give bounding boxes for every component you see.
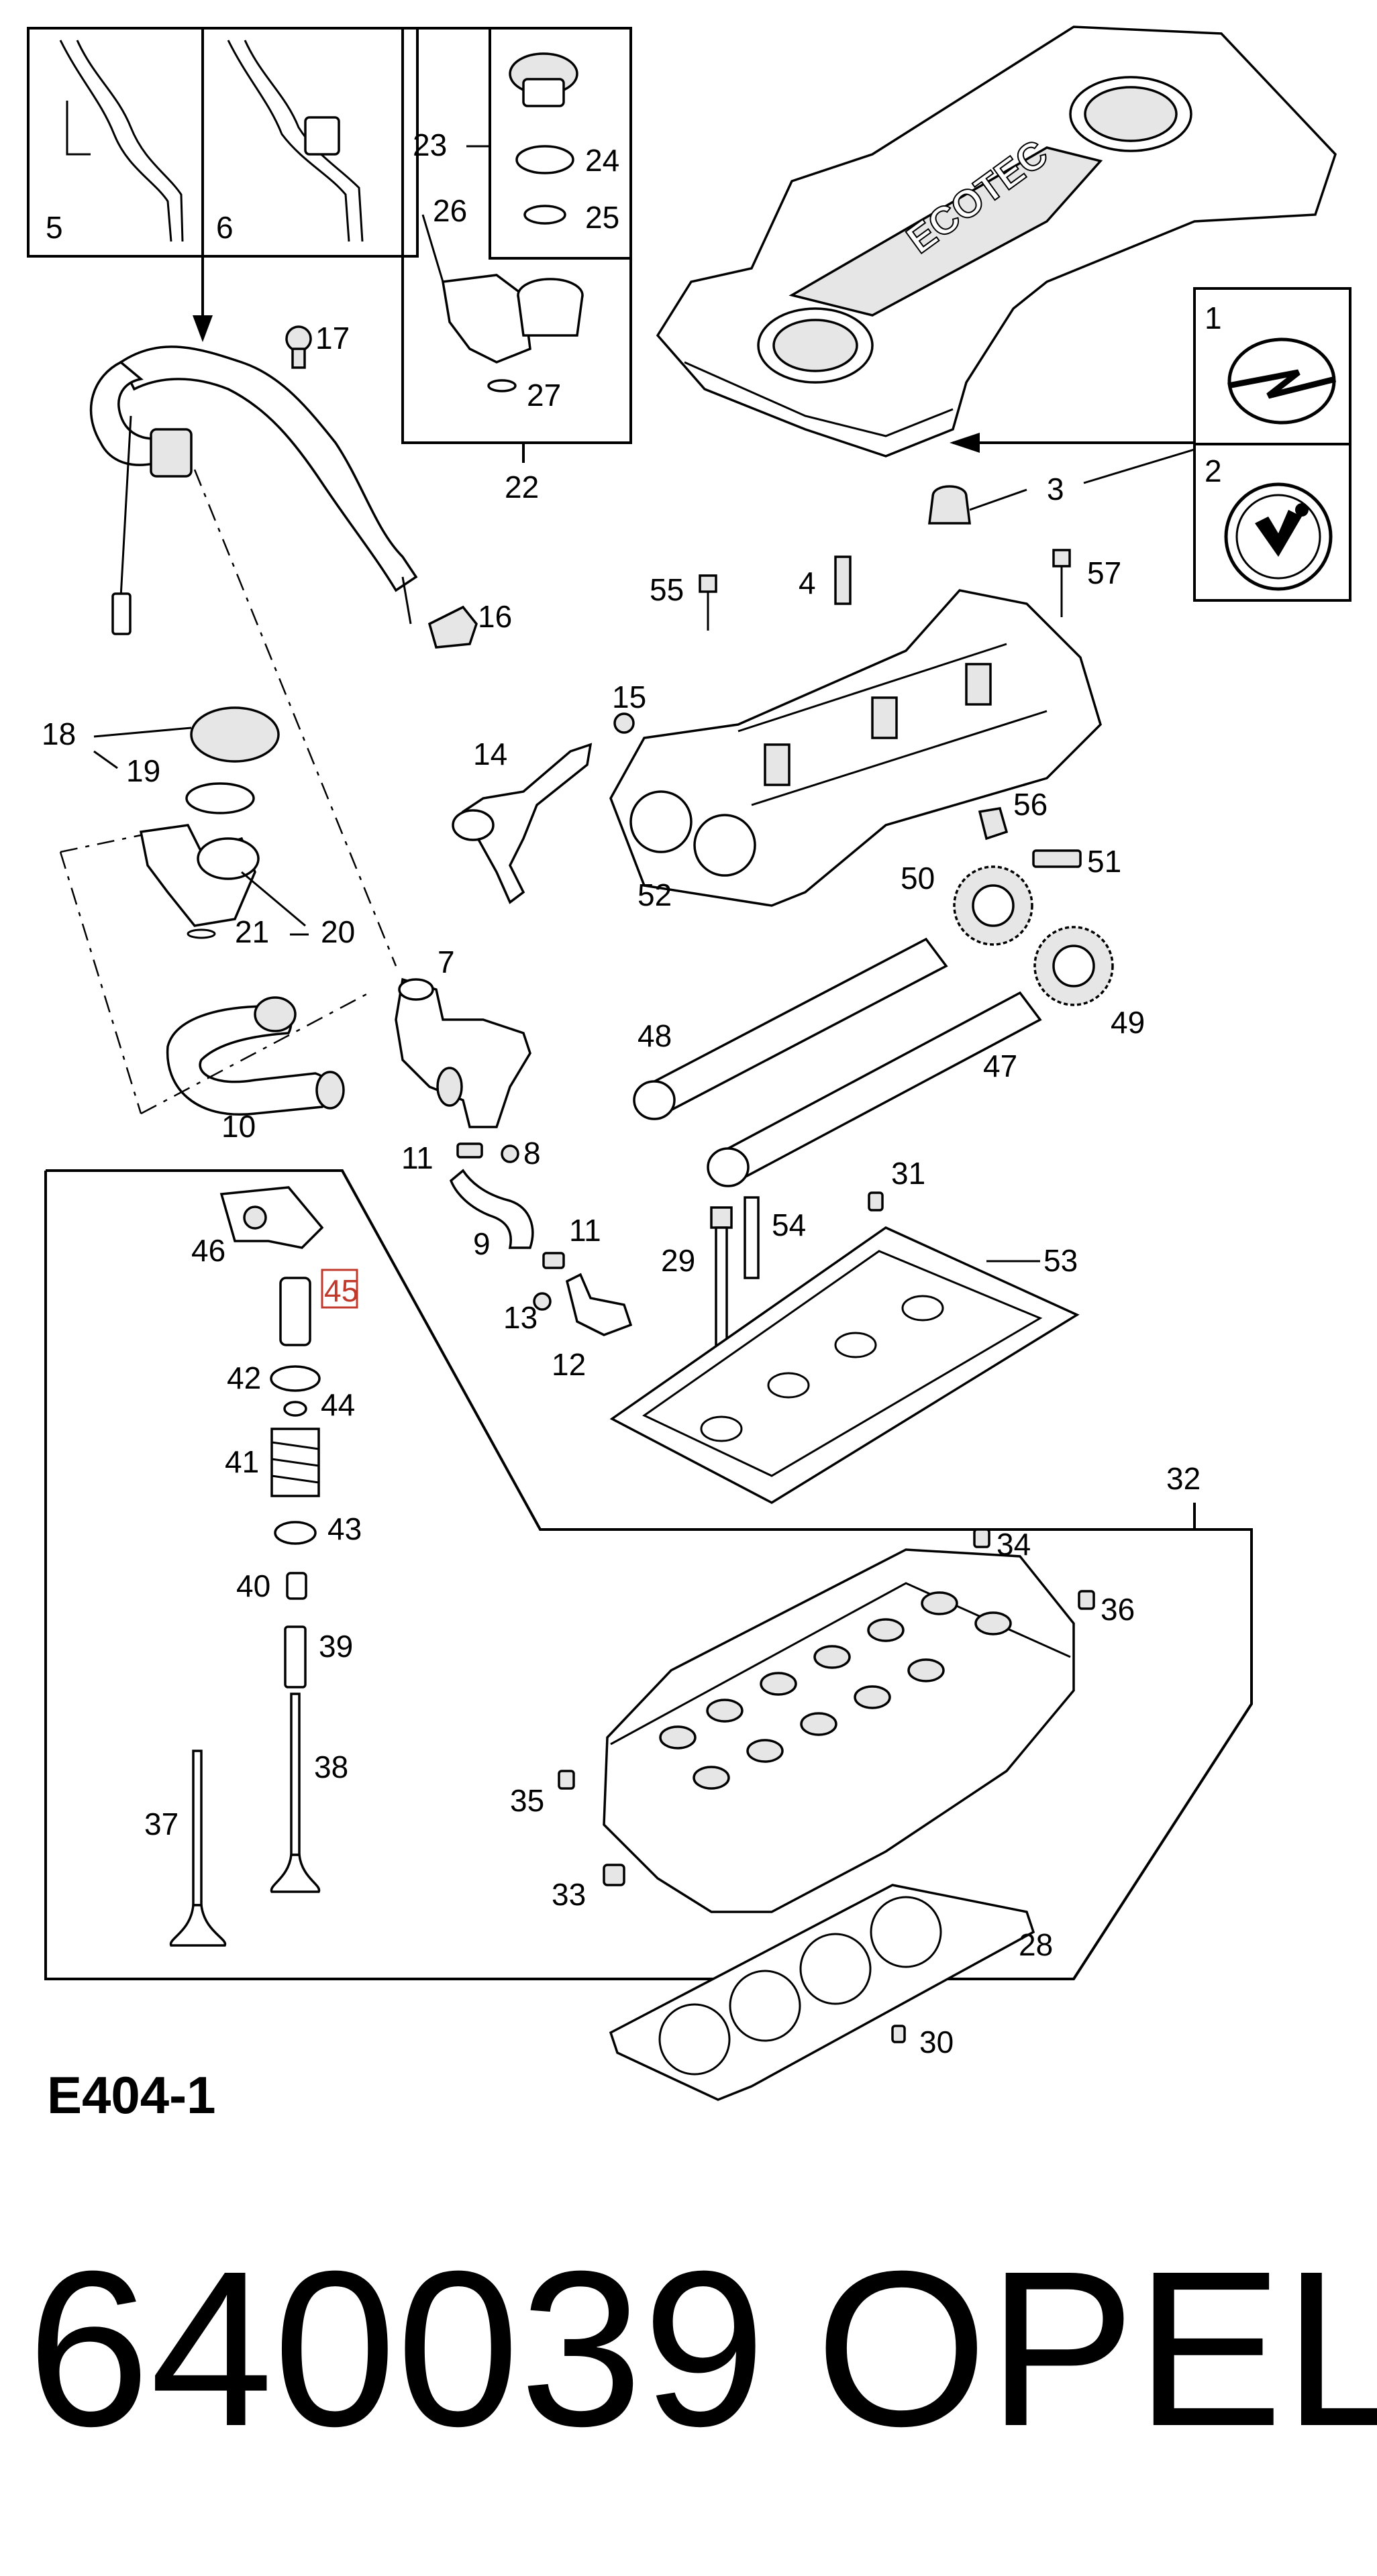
- callout-19: 19: [126, 753, 160, 788]
- callout-24: 24: [585, 143, 619, 178]
- callout-50: 50: [901, 861, 935, 896]
- callout-25: 25: [585, 200, 619, 235]
- vauxhall-griffin-icon: [1224, 482, 1333, 591]
- inset-boxes-5-6: 5 6: [27, 27, 419, 342]
- callout-7: 7: [438, 945, 455, 979]
- head-gasket: 28 30: [609, 1884, 1053, 2101]
- callout-23: 23: [413, 127, 447, 162]
- cam-gasket-group: 29 54 31 53: [609, 1156, 1080, 1505]
- callout-1: 1: [1205, 301, 1222, 335]
- brand-name: OPEL: [815, 2224, 1377, 2472]
- callout-35: 35: [510, 1783, 544, 1818]
- callout-49: 49: [1111, 1005, 1145, 1040]
- callout-5: 5: [46, 210, 63, 245]
- callout-32: 32: [1166, 1461, 1201, 1496]
- callout-14: 14: [473, 737, 507, 771]
- callout-48: 48: [638, 1018, 672, 1053]
- pcv-valve-group: 7 8 11 9 11 13 12: [395, 945, 633, 1382]
- callout-13: 13: [503, 1300, 538, 1335]
- callout-40: 40: [236, 1568, 270, 1603]
- callout-22: 22: [505, 470, 539, 504]
- callout-16: 16: [478, 599, 512, 634]
- callout-11-upper: 11: [401, 1140, 434, 1175]
- callout-39: 39: [319, 1629, 353, 1664]
- callout-10: 10: [221, 1109, 256, 1144]
- callout-28: 28: [1019, 1927, 1053, 1962]
- callout-29: 29: [661, 1243, 695, 1278]
- hose-10: 10: [140, 991, 370, 1144]
- callout-27: 27: [527, 378, 561, 413]
- callout-31: 31: [891, 1156, 925, 1191]
- callout-20: 20: [321, 914, 355, 949]
- callout-9: 9: [473, 1226, 491, 1261]
- part-number: 640039: [27, 2224, 766, 2472]
- callout-2: 2: [1205, 453, 1222, 488]
- callout-4: 4: [799, 566, 816, 600]
- callout-11-lower: 11: [569, 1213, 601, 1248]
- filler-neck-group: 18 19 20 21: [42, 706, 355, 1114]
- callout-57: 57: [1087, 555, 1121, 590]
- callout-26: 26: [433, 193, 467, 228]
- callout-43: 43: [327, 1511, 362, 1546]
- callout-47: 47: [983, 1049, 1017, 1083]
- callout-17: 17: [315, 321, 350, 356]
- engine-cover: ECOTEC 3: [656, 25, 1337, 525]
- callout-6: 6: [216, 210, 234, 245]
- callout-3: 3: [1047, 472, 1064, 506]
- oil-filler-box-22: 23 24 25 26 27 22: [401, 27, 632, 504]
- diagram-code: E404-1: [47, 2065, 216, 2125]
- valve-train-frame: 32: [44, 1169, 1253, 1980]
- highlight-box-45: [321, 1269, 358, 1309]
- callout-33: 33: [552, 1877, 586, 1912]
- callout-53: 53: [1043, 1243, 1078, 1278]
- cylinder-head: 34 36 35 33: [510, 1527, 1135, 1913]
- callout-15: 15: [612, 680, 646, 714]
- bracket-14: 15 14: [452, 680, 646, 904]
- callout-45: 45: [324, 1273, 358, 1308]
- callout-51: 51: [1087, 844, 1121, 879]
- valve-train-parts: 46 45 42 44 41 43 40 39 38 37: [144, 1186, 362, 1947]
- callout-30: 30: [919, 2025, 954, 2059]
- callout-36: 36: [1101, 1592, 1135, 1627]
- callout-18: 18: [42, 716, 76, 751]
- callout-37: 37: [144, 1807, 178, 1841]
- callout-8: 8: [523, 1136, 541, 1171]
- callout-21: 21: [235, 914, 269, 949]
- callout-34: 34: [997, 1527, 1031, 1562]
- callout-12: 12: [552, 1347, 586, 1382]
- callout-56: 56: [1013, 787, 1048, 822]
- logo-boxes: 1 2: [1193, 287, 1352, 602]
- callout-42: 42: [227, 1360, 261, 1395]
- head-valve-bosses: [659, 1591, 1012, 1790]
- callout-44: 44: [321, 1387, 355, 1422]
- callout-41: 41: [225, 1444, 259, 1479]
- callout-52: 52: [638, 877, 672, 912]
- opel-logo-icon: [1227, 337, 1337, 425]
- camshafts-and-gears: 50 49 51 48 47: [633, 844, 1145, 1187]
- callout-38: 38: [314, 1750, 348, 1784]
- breather-hose-assembly: 17 16: [89, 321, 512, 967]
- callout-46: 46: [191, 1233, 225, 1268]
- camshaft-cover: 55 4 57 52 56: [609, 549, 1121, 912]
- callout-55: 55: [650, 572, 684, 607]
- callout-54: 54: [772, 1208, 806, 1242]
